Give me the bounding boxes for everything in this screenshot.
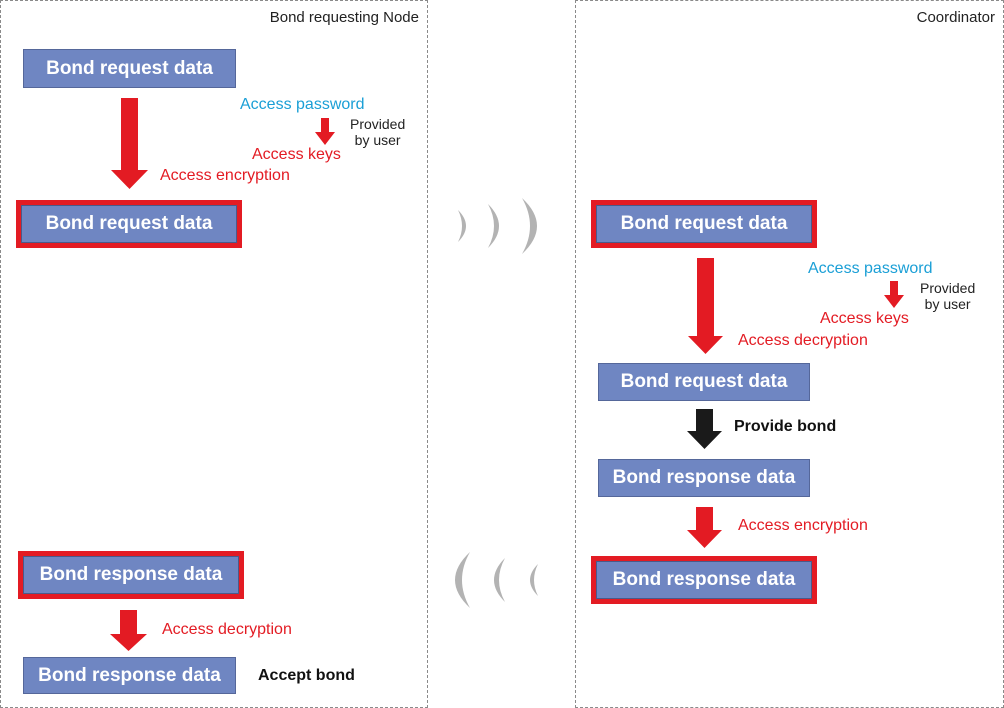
node-accept-bond-label: Accept bond [258, 667, 355, 684]
coord-provide-arrow [687, 409, 722, 449]
coord-access-password-label: Access password [808, 260, 933, 277]
coord-keys-arrow [884, 281, 904, 308]
coord-decrypt-arrow [688, 258, 723, 354]
node-keys-arrow [315, 118, 335, 145]
node-access-encryption-label: Access encryption [160, 167, 290, 184]
node-decrypt-arrow [110, 610, 147, 651]
coord-encrypted-bond-response-box: Bond response data [591, 556, 817, 604]
coord-access-keys-label: Access keys [820, 310, 909, 327]
node-encrypt-arrow [111, 98, 148, 189]
coord-encrypted-bond-request-box: Bond request data [591, 200, 817, 248]
node-access-keys-label: Access keys [252, 146, 341, 163]
coord-encrypt-arrow [687, 507, 722, 548]
node-bond-response-box: Bond response data [23, 657, 236, 694]
coord-bond-request-box: Bond request data [598, 363, 810, 401]
coord-provided-by-user-label: Provided by user [920, 280, 976, 312]
coord-access-encryption-label: Access encryption [738, 517, 868, 534]
node-access-decryption-label: Access decryption [162, 621, 292, 638]
coord-access-decryption-label: Access decryption [738, 332, 868, 349]
coordinator-panel-title: Coordinator [916, 9, 995, 26]
node-encrypted-bond-response-box: Bond response data [18, 551, 244, 599]
coord-bond-response-box: Bond response data [598, 459, 810, 497]
node-encrypted-bond-request-box: Bond request data [16, 200, 242, 248]
node-provided-by-user-label: Provided by user [350, 116, 406, 148]
node-panel-title: Bond requesting Node [269, 9, 419, 26]
node-access-password-label: Access password [240, 96, 365, 113]
outgoing-wave-icon [458, 198, 537, 254]
incoming-wave-icon [455, 552, 538, 608]
node-bond-request-box: Bond request data [23, 49, 236, 88]
coord-provide-bond-label: Provide bond [734, 418, 837, 435]
